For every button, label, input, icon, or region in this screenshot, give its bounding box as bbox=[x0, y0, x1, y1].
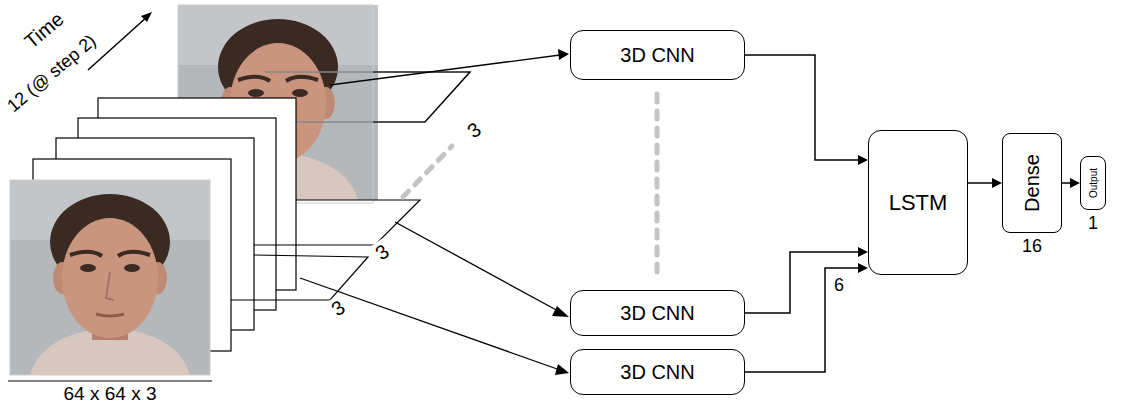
dimension-label: 64 x 64 x 3 bbox=[62, 384, 159, 405]
arrow-head bbox=[992, 178, 1002, 188]
arrow-head bbox=[858, 263, 868, 273]
cnn-box: 3D CNN bbox=[570, 290, 745, 336]
depth-label: 3 bbox=[461, 117, 486, 144]
size-label: 16 bbox=[1020, 237, 1044, 257]
node-label: 3D CNN bbox=[620, 361, 694, 383]
output-box: Output bbox=[1080, 156, 1106, 210]
arrow-head bbox=[1070, 178, 1080, 188]
edge-label: 6 bbox=[832, 276, 846, 296]
dense-box: Dense bbox=[1002, 133, 1062, 233]
cnn-box: 3D CNN bbox=[570, 30, 745, 80]
arrow-head bbox=[858, 155, 868, 165]
cnn-box: 3D CNN bbox=[570, 349, 745, 395]
size-label: 1 bbox=[1086, 214, 1100, 234]
axis-label: Time bbox=[19, 6, 70, 54]
depth-label: 3 bbox=[369, 239, 394, 266]
connector bbox=[1062, 182, 1071, 184]
connector bbox=[745, 55, 859, 160]
lstm-box: LSTM bbox=[868, 130, 968, 275]
axis-label: 12 (@ step 2) bbox=[2, 30, 102, 118]
arrow-head bbox=[858, 247, 868, 257]
node-label: 3D CNN bbox=[620, 44, 694, 66]
connector bbox=[968, 182, 993, 184]
connector bbox=[745, 252, 859, 313]
node-label: LSTM bbox=[889, 190, 948, 214]
connector bbox=[745, 268, 859, 372]
node-label: Output bbox=[1088, 168, 1099, 198]
depth-label: 3 bbox=[325, 295, 350, 322]
node-label: Dense bbox=[1021, 154, 1043, 212]
node-label: 3D CNN bbox=[620, 302, 694, 324]
